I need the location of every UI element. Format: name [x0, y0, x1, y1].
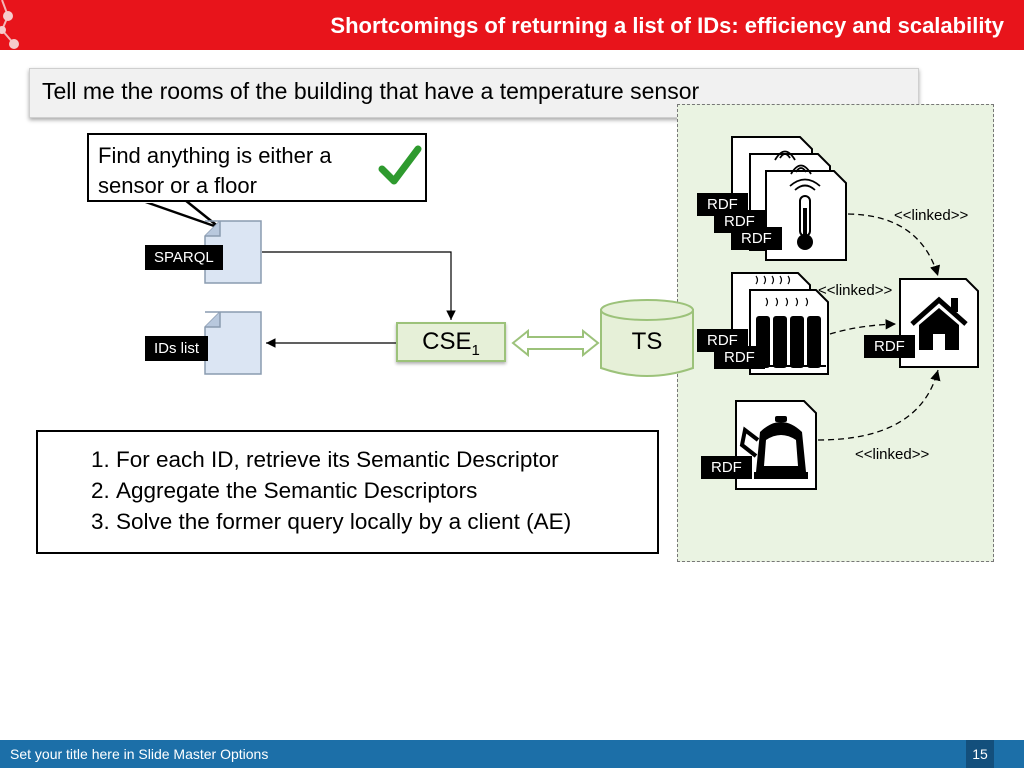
molecule-logo-icon — [0, 0, 19, 49]
ids-list-label: IDs list — [145, 336, 208, 361]
step-item: For each ID, retrieve its Semantic Descr… — [116, 444, 571, 475]
page-number: 15 — [966, 740, 994, 768]
antenna-icon — [774, 150, 812, 175]
checkmark-icon — [378, 145, 422, 185]
question-text: Tell me the rooms of the building that h… — [42, 78, 700, 104]
linked-arrow-kettle — [817, 369, 941, 441]
ids-list-document-icon — [204, 311, 262, 375]
ts-label: TS — [631, 328, 663, 355]
rdf-label: RDF — [864, 335, 915, 358]
rdf-label: RDF — [701, 456, 752, 479]
rdf-label: RDF — [714, 346, 765, 369]
bidirectional-arrow — [511, 328, 600, 358]
rdf-label: RDF — [731, 227, 782, 250]
callout-text: Find anything is either a sensor or a fl… — [98, 143, 332, 198]
linked-label: <<linked>> — [855, 446, 930, 463]
footer-text: Set your title here in Slide Master Opti… — [10, 746, 269, 762]
linked-arrow-radiator — [829, 319, 897, 335]
kettle-icon — [739, 416, 808, 479]
cse-node: CSE1 — [396, 322, 506, 362]
cse-subscript: 1 — [471, 341, 480, 359]
cse-label: CSE — [422, 328, 472, 355]
header-bar: Shortcomings of returning a list of IDs:… — [0, 0, 1024, 50]
linked-arrow-sensor — [847, 213, 941, 277]
callout-box: Find anything is either a sensor or a fl… — [87, 133, 427, 202]
steps-box: For each ID, retrieve its Semantic Descr… — [36, 430, 659, 554]
query-arrow — [262, 251, 456, 320]
sparql-label: SPARQL — [145, 245, 223, 270]
triple-store-icon — [600, 299, 694, 377]
footer-bar: Set your title here in Slide Master Opti… — [0, 740, 1024, 768]
slide-title: Shortcomings of returning a list of IDs:… — [330, 13, 1004, 38]
step-item: Solve the former query locally by a clie… — [116, 506, 571, 537]
linked-label: <<linked>> — [894, 207, 969, 224]
steps-list: For each ID, retrieve its Semantic Descr… — [76, 444, 571, 537]
step-item: Aggregate the Semantic Descriptors — [116, 475, 571, 506]
thermometer-icon — [789, 178, 821, 250]
house-icon — [910, 296, 968, 350]
linked-label: <<linked>> — [818, 282, 893, 299]
